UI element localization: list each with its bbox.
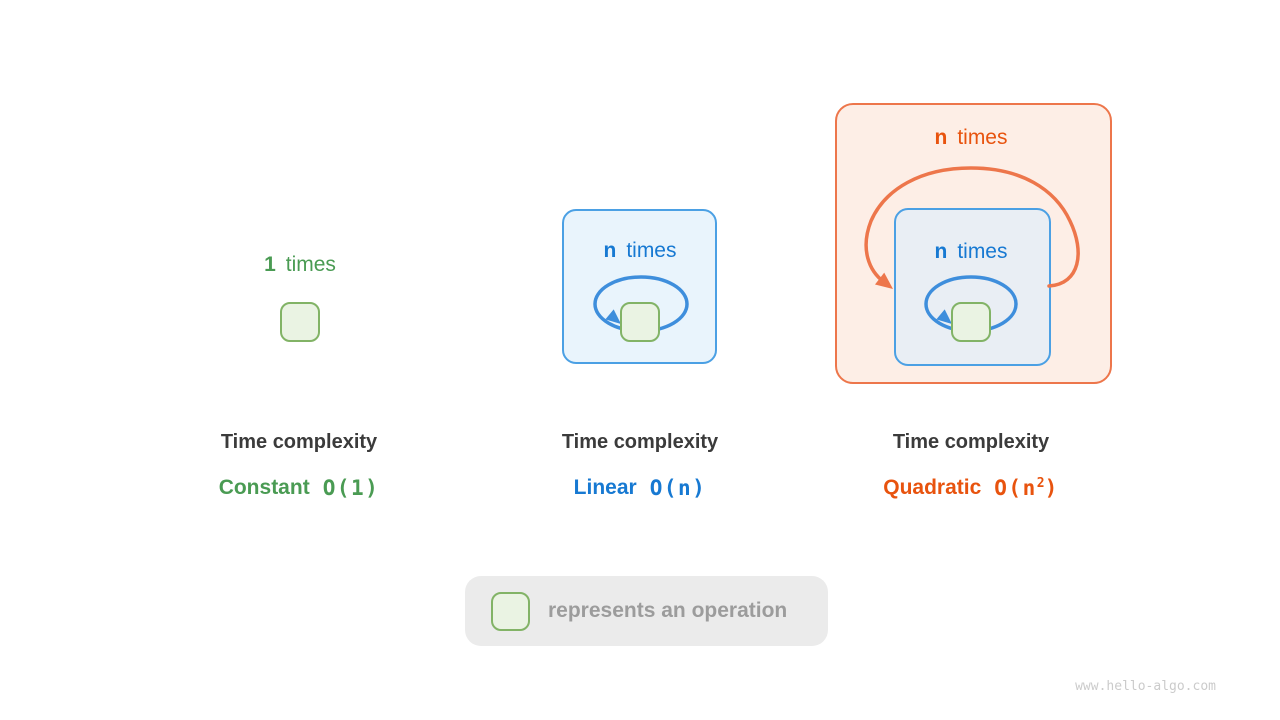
times-word: times (957, 126, 1008, 149)
quadratic-inner-times-label: n times (871, 238, 1071, 266)
complexity-name: Quadratic (883, 476, 982, 499)
linear-times-label: n times (540, 237, 740, 265)
legend: represents an operation (465, 576, 828, 646)
count-value: n (934, 240, 948, 263)
quadratic-inner-loop-frame (894, 208, 1051, 366)
complexity-name: Linear (573, 476, 637, 499)
complexity-name: Constant (218, 476, 310, 499)
times-word: times (285, 253, 336, 276)
constant-times-label: 1 times (200, 251, 400, 279)
operation-box-icon (951, 302, 991, 342)
constant-complexity-label: Constant O(1) (149, 474, 449, 502)
section-title: Time complexity (892, 430, 1050, 453)
times-word: times (957, 240, 1008, 263)
operation-box-icon (491, 591, 530, 631)
section-title: Time complexity (220, 430, 378, 453)
operation-box-icon (620, 302, 660, 342)
watermark: www.hello-algo.com (1075, 679, 1216, 694)
count-value: 1 (264, 253, 276, 276)
linear-complexity-label: Linear O(n) (490, 474, 790, 502)
quadratic-outer-times-label: n times (871, 124, 1071, 152)
big-o-notation: O(n2) (994, 476, 1059, 500)
count-value: n (603, 239, 617, 262)
times-word: times (626, 239, 677, 262)
quadratic-complexity-label: Quadratic O(n2) (821, 474, 1121, 502)
legend-label: represents an operation (548, 599, 788, 622)
big-o-notation: O(1) (322, 476, 380, 500)
operation-box-icon (280, 302, 320, 342)
section-title: Time complexity (561, 430, 719, 453)
count-value: n (934, 126, 948, 149)
big-o-notation: O(n) (649, 476, 707, 500)
